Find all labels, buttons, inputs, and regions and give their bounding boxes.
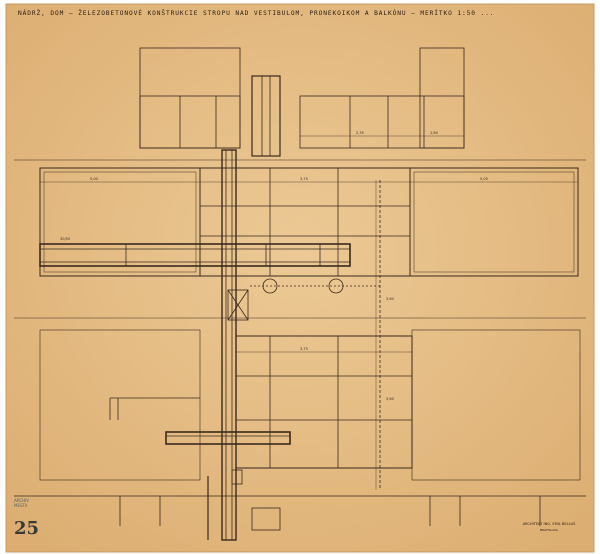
- svg-text:5,00: 5,00: [480, 177, 488, 181]
- architect-stamp: ARCHITEKT ING. EMIL BELLUŠ BRATISLAVA: [514, 522, 584, 532]
- svg-text:3,75: 3,75: [300, 177, 308, 181]
- svg-text:3,75: 3,75: [300, 347, 308, 351]
- architect-city: BRATISLAVA: [540, 528, 558, 532]
- stamp-line-2: MESTA: [14, 503, 28, 508]
- svg-text:5,00: 5,00: [90, 177, 98, 181]
- sheet-number: 25: [14, 518, 40, 539]
- floor-plan-drawing: [14, 47, 586, 541]
- dimension-marks: 5,00 3,75 5,00 3,75 2,35 1,80 30/50 3,60…: [60, 131, 488, 401]
- stamp-line-1: ARCHIV: [14, 498, 30, 503]
- svg-text:30/50: 30/50: [60, 237, 70, 241]
- paper-background: [5, 3, 595, 553]
- svg-text:3,60: 3,60: [386, 397, 394, 401]
- archive-stamp: ARCHIV MESTA: [14, 498, 42, 508]
- svg-text:2,35: 2,35: [356, 131, 364, 135]
- svg-text:1,80: 1,80: [430, 131, 438, 135]
- drawing-title: NÁDRŽ, DOM – ŽELEZOBETONOVÉ KONŠTRUKCIE …: [18, 10, 495, 17]
- svg-text:3,60: 3,60: [386, 297, 394, 301]
- architect-name: ARCHITEKT ING. EMIL BELLUŠ: [522, 522, 576, 526]
